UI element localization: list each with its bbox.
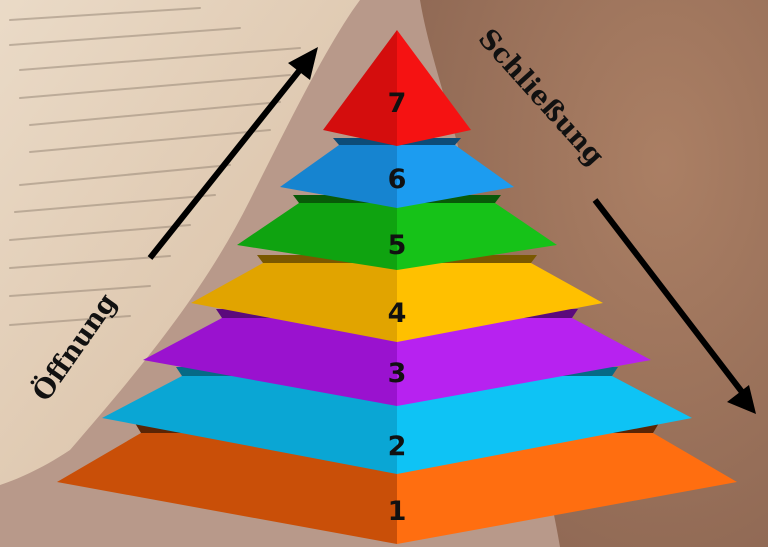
level-face-left: [237, 203, 397, 270]
parchment-text-lines: [9, 7, 301, 326]
level-number: 7: [388, 88, 407, 119]
parchment-scroll: [0, 0, 360, 485]
level-number: 1: [388, 496, 407, 527]
pyramid-level-4: 4: [191, 255, 603, 342]
level-face-left: [323, 30, 397, 146]
pyramid-level-6: 6: [280, 138, 514, 208]
level-face-left: [280, 145, 397, 208]
level-number: 3: [388, 358, 407, 389]
pyramid: 1 2 3 4 5 6 7: [57, 30, 737, 544]
level-face-left: [143, 318, 397, 406]
arrow-up-head-icon: [288, 47, 318, 80]
pyramid-level-7: 7: [323, 30, 471, 146]
closing-arrow: [592, 198, 756, 414]
level-number: 2: [388, 431, 407, 462]
level-face-left: [57, 433, 397, 544]
level-face-right: [397, 433, 737, 544]
level-face-right: [397, 263, 603, 342]
level-face-right: [397, 376, 692, 474]
level-face-right: [397, 30, 471, 146]
level-face-left: [191, 263, 397, 342]
level-face-right: [397, 203, 557, 270]
level-number: 5: [388, 230, 407, 261]
level-face-right: [397, 318, 651, 406]
level-face-left: [102, 376, 397, 474]
level-face-right: [397, 145, 514, 208]
wooden-object: [420, 0, 768, 547]
opening-arrow: [147, 47, 318, 260]
arrow-down-head-icon: [727, 385, 756, 414]
level-number: 6: [388, 164, 407, 195]
level-number: 4: [388, 298, 407, 329]
